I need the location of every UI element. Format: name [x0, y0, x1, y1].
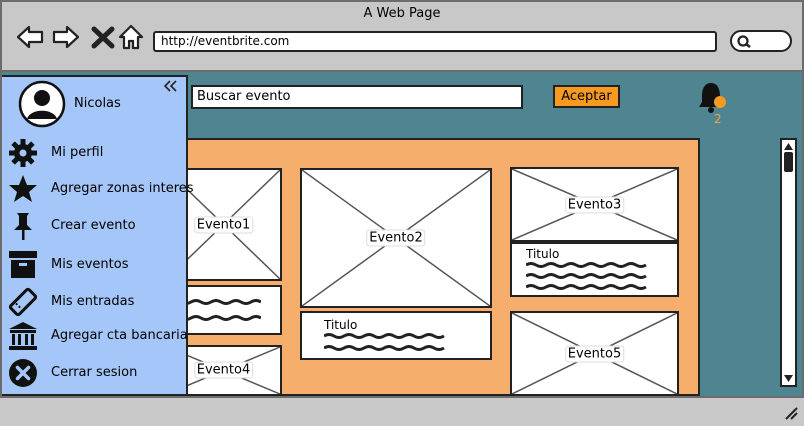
text-scribble — [526, 262, 647, 268]
resize-grip-icon[interactable] — [784, 406, 798, 420]
scroll-up-icon[interactable] — [784, 142, 793, 150]
user-name: Nicolas — [74, 96, 121, 111]
sidebar-item-agregar-zonas[interactable]: Agregar zonas interes — [8, 174, 194, 204]
gear-icon — [9, 139, 37, 167]
event-image[interactable]: Evento3 — [510, 167, 679, 242]
star-icon — [9, 175, 37, 202]
toolbar-divider — [0, 70, 804, 72]
scrollbar-thumb[interactable] — [784, 152, 793, 172]
sidebar-item-mi-perfil[interactable]: Mi perfil — [8, 138, 188, 168]
sidebar-item-mis-entradas[interactable]: Mis entradas — [8, 287, 188, 317]
status-bar — [0, 396, 804, 426]
text-scribble — [526, 273, 647, 279]
sidebar-item-label: Agregar zonas interes — [51, 181, 194, 196]
text-scribble — [324, 333, 445, 339]
event-search-input[interactable]: Buscar evento — [191, 85, 523, 109]
sidebar-item-mis-eventos[interactable]: Mis eventos — [8, 250, 188, 280]
vertical-scrollbar[interactable] — [780, 138, 797, 387]
bank-icon — [9, 322, 37, 350]
sidebar-item-label: Crear evento — [51, 218, 136, 233]
event-label: Evento1 — [193, 216, 254, 233]
window-title: A Web Page — [363, 6, 441, 21]
sidebar-item-label: Mis entradas — [51, 294, 135, 309]
event-label: Evento5 — [564, 345, 625, 362]
event-title: Titulo — [526, 247, 560, 261]
sidebar-item-label: Mi perfil — [51, 145, 104, 160]
sidebar-item-crear-evento[interactable]: Crear evento — [8, 211, 188, 241]
sidebar-item-label: Cerrar sesion — [51, 365, 138, 380]
sidebar-item-agregar-cta-bancaria[interactable]: Agregar cta bancaria — [8, 321, 188, 351]
notification-count: 2 — [714, 112, 722, 126]
event-card[interactable]: Titulo — [300, 311, 492, 360]
event-image[interactable]: Evento5 — [510, 311, 679, 396]
avatar — [18, 80, 66, 128]
event-label: Evento3 — [564, 196, 625, 213]
archive-box-icon — [9, 251, 37, 278]
url-bar[interactable]: http://eventbrite.com — [153, 31, 717, 52]
pin-icon — [14, 213, 32, 240]
home-icon[interactable] — [116, 22, 146, 52]
collapse-chevrons-icon[interactable] — [164, 80, 178, 92]
bell-icon[interactable] — [696, 80, 726, 114]
text-scribble — [526, 284, 647, 290]
event-label: Evento4 — [193, 361, 254, 379]
accept-button[interactable]: Aceptar — [553, 85, 620, 108]
event-card[interactable]: Titulo — [510, 242, 679, 297]
event-image[interactable]: Evento2 — [300, 168, 492, 308]
back-arrow-icon[interactable] — [15, 22, 45, 52]
text-scribble — [324, 345, 445, 351]
event-title: Titulo — [324, 318, 358, 332]
search-icon — [737, 35, 751, 48]
event-label: Evento2 — [366, 229, 426, 247]
forward-arrow-icon[interactable] — [51, 22, 81, 52]
sidebar-item-cerrar-sesion[interactable]: Cerrar sesion — [8, 358, 188, 388]
browser-search-field[interactable] — [730, 30, 792, 52]
ticket-icon — [8, 287, 38, 317]
close-x-icon[interactable] — [88, 22, 118, 52]
scroll-down-icon[interactable] — [784, 375, 793, 383]
sidebar-item-label: Agregar cta bancaria — [51, 328, 188, 343]
sidebar-item-label: Mis eventos — [51, 257, 129, 272]
close-circle-icon — [9, 359, 37, 387]
